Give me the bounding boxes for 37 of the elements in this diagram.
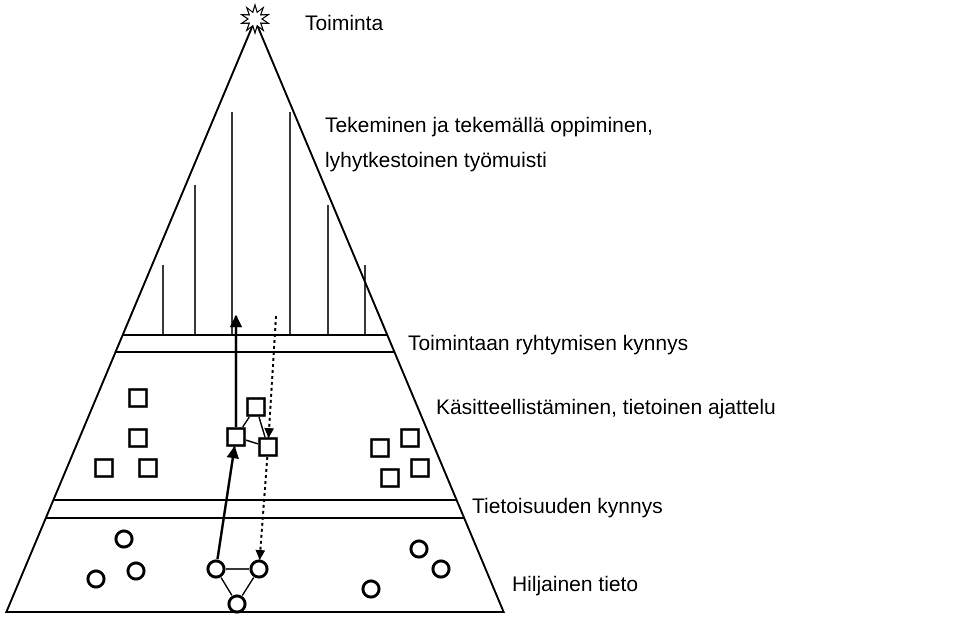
square-shape bbox=[128, 428, 148, 448]
square-shape bbox=[400, 428, 420, 448]
section-caption: Tietoisuuden kynnys bbox=[472, 494, 664, 520]
section-caption: Toimintaan ryhtymisen kynnys bbox=[408, 331, 690, 357]
arrow bbox=[230, 314, 242, 427]
arrow bbox=[264, 316, 277, 438]
connector-line bbox=[226, 568, 249, 570]
square-shape bbox=[410, 458, 430, 478]
connector-line bbox=[258, 416, 266, 438]
section-caption: Hiljainen tieto bbox=[512, 572, 640, 598]
connector-line bbox=[246, 439, 258, 445]
circle-shape bbox=[431, 559, 451, 579]
circle-shape bbox=[86, 569, 106, 589]
square-shape bbox=[370, 438, 390, 458]
section-caption: Tekeminen ja tekemällä oppiminen, lyhytkestoinen työmuisti bbox=[325, 113, 654, 174]
connector-line bbox=[242, 416, 250, 428]
square-shape bbox=[258, 437, 278, 457]
circle-shape bbox=[114, 529, 134, 549]
square-shape bbox=[246, 397, 266, 417]
arrow bbox=[216, 446, 239, 560]
circle-shape bbox=[126, 561, 146, 581]
circle-shape bbox=[249, 559, 269, 579]
square-shape bbox=[226, 427, 246, 447]
arrow bbox=[255, 456, 268, 560]
caption-text: Toiminta bbox=[305, 11, 384, 37]
circle-shape bbox=[361, 579, 381, 599]
square-shape bbox=[128, 388, 148, 408]
square-shape bbox=[138, 458, 158, 478]
section-caption: Käsitteellistäminen, tietoinen ajattelu bbox=[436, 395, 777, 421]
connector-line bbox=[242, 577, 254, 596]
circle-shape bbox=[409, 539, 429, 559]
square-shape bbox=[380, 468, 400, 488]
burst-icon bbox=[240, 4, 270, 34]
circle-shape bbox=[206, 559, 226, 579]
connector-line bbox=[220, 577, 233, 596]
circle-shape bbox=[227, 594, 247, 614]
square-shape bbox=[94, 458, 114, 478]
